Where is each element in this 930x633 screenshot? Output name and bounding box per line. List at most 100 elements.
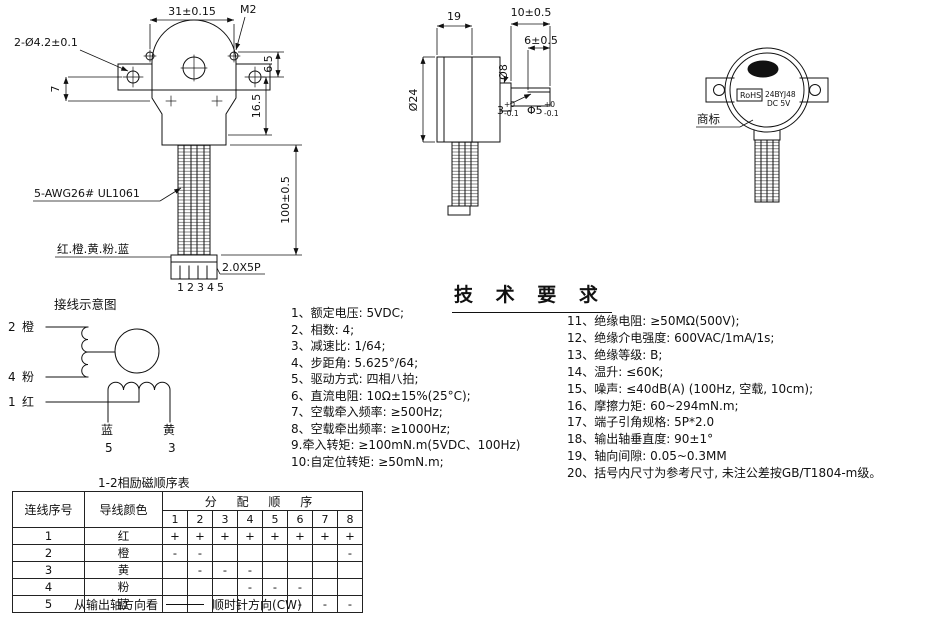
spec-item: 12、绝缘介电强度: 600VAC/1mA/1s;: [567, 330, 775, 345]
table-row: 5 蓝 - - -: [12, 595, 363, 613]
trademark-leader: [696, 119, 754, 128]
seq-cell: +: [162, 527, 188, 545]
label-text-line2: DC 5V: [767, 99, 791, 108]
side-view: 19 10±0.5 6±0.5 Ø24 Ø8 3 +0 -0.1 Φ5 +0 -…: [407, 6, 559, 216]
lead-pink-number: 4: [8, 370, 16, 384]
seq-cell: +: [187, 527, 213, 545]
seq-cell: [287, 544, 313, 562]
seq-cell: +: [237, 527, 263, 545]
tech-requirements-title: 技 术 要 求: [452, 280, 612, 313]
front-view: 31±0.15 M2 2-Ø4.2±0.1 7 6.5 16.5 100±0.5…: [14, 3, 302, 294]
seq-cell: [262, 544, 288, 562]
seq-cell: [312, 578, 338, 596]
dim-19-label: 19: [447, 10, 461, 23]
trademark-label: 商标: [697, 112, 720, 126]
seq-cell: -: [337, 595, 363, 613]
seq-cell: [212, 544, 238, 562]
spec-item: 7、空载牵入频率: ≥500Hz;: [291, 405, 443, 419]
spec-item: 5、驱动方式: 四相八拍;: [291, 372, 419, 386]
spec-item: 8、空载牵出频率: ≥1000Hz;: [291, 421, 451, 436]
spec-item: 2、相数: 4;: [291, 322, 355, 337]
seq-cell: +: [212, 527, 238, 545]
lead-red-label: 红: [22, 394, 34, 409]
sequence-table-title: 1-2相励磁顺序表: [98, 476, 190, 490]
spec-item: 19、轴向间隙: 0.05~0.3MM: [567, 449, 727, 464]
pin-numbers-label: 12345: [177, 281, 227, 294]
lead-blue-number: 5: [105, 441, 113, 455]
table-row: 4 粉 - - -: [12, 578, 363, 596]
wiring-lines: [45, 326, 171, 423]
lead-pink-label: 粉: [22, 370, 34, 384]
seq-cell: [237, 544, 263, 562]
seq-cell: +: [312, 527, 338, 545]
shaft-dia-tol-upper: +0: [544, 100, 555, 109]
tech-requirements-right-column: 11、绝缘电阻: ≥50MΩ(500V); 12、绝缘介电强度: 600VAC/…: [567, 313, 881, 482]
seq-cell: -: [212, 561, 238, 579]
step-label: 8: [337, 510, 363, 528]
dim-width-label: 31±0.15: [168, 5, 216, 18]
spec-item: 11、绝缘电阻: ≥50MΩ(500V);: [567, 314, 740, 328]
lead-red-number: 1: [8, 395, 16, 409]
seq-cell: [312, 544, 338, 562]
wire-bundle: [177, 144, 211, 256]
tech-requirements-left-column: 1、额定电压: 5VDC; 2、相数: 4; 3、减速比: 1/64; 4、步距…: [291, 305, 521, 470]
step-label: 5: [262, 510, 288, 528]
dim-65-label: 6.5: [262, 55, 275, 73]
wire-no: 2: [12, 544, 85, 562]
seq-cell: [287, 561, 313, 579]
spec-item: 4、步距角: 5.625°/64;: [291, 355, 419, 370]
seq-cell: -: [162, 544, 188, 562]
header-wire-color: 导线颜色: [84, 491, 163, 528]
table-row: 3 黄 - - -: [12, 561, 363, 579]
dim-d24-label: Ø24: [407, 89, 420, 112]
seq-cell: -: [262, 578, 288, 596]
header-wire-no: 连线序号: [12, 491, 85, 528]
connector-spec-label: 2.0X5P: [222, 261, 261, 274]
front-view-dimension-lines: [33, 16, 302, 275]
seq-cell: -: [187, 561, 213, 579]
wire-length-label: 100±0.5: [279, 176, 292, 224]
dim-6-label: 6±0.5: [524, 34, 558, 47]
wire-color: 黄: [84, 561, 163, 579]
step-label: 3: [212, 510, 238, 528]
header-sequence: 分 配 顺 序: [162, 491, 363, 511]
shaft: [510, 87, 551, 107]
wire-color: 粉: [84, 578, 163, 596]
table-header-row: 连线序号 导线颜色 分 配 顺 序: [12, 491, 363, 528]
wire-no: 1: [12, 527, 85, 545]
wire-no: 3: [12, 561, 85, 579]
spec-item: 20、括号内尺寸为参考尺寸, 未注公差按GB/T1804-m级。: [567, 466, 882, 481]
rohs-label: RoHS: [740, 91, 761, 100]
flat-width-label: 3: [497, 104, 504, 117]
spec-item: 17、端子引角规格: 5P*2.0: [567, 415, 715, 430]
wire-color: 橙: [84, 544, 163, 562]
seq-cell: +: [287, 527, 313, 545]
wire-color: 红: [84, 527, 163, 545]
seq-cell: +: [262, 527, 288, 545]
label-view: RoHS 24BYJ48 DC 5V 商标: [696, 47, 829, 203]
seq-cell: -: [237, 561, 263, 579]
wiring-diagram-title: 接线示意图: [54, 297, 117, 312]
coil-horizontal: [107, 381, 171, 391]
table-row: 1 红 + + + + + + + +: [12, 527, 363, 545]
dim-10-label: 10±0.5: [511, 6, 552, 19]
footnote-right-text: 顺时针方向(CW): [212, 598, 302, 612]
seq-cell: [312, 561, 338, 579]
shaft-dia-tol-lower: -0.1: [544, 109, 559, 118]
lead-orange-label: 橙: [22, 319, 34, 334]
spec-item: 14、温升: ≤60K;: [567, 364, 664, 379]
dim-7-label: 7: [49, 86, 62, 93]
wire-spec-label: 5-AWG26# UL1061: [34, 187, 140, 200]
side-view-dimension-lines: [420, 21, 551, 143]
spec-item: 6、直流电阻: 10Ω±15%(25°C);: [291, 388, 471, 403]
seq-cell: -: [312, 595, 338, 613]
spec-item: 3、减速比: 1/64;: [291, 339, 386, 353]
seq-cell: [262, 561, 288, 579]
lead-yellow-label: 黄: [163, 423, 175, 437]
seq-cell: -: [337, 544, 363, 562]
lead-yellow-number: 3: [168, 441, 176, 455]
step-label: 2: [187, 510, 213, 528]
side-view-outline: [436, 56, 551, 216]
